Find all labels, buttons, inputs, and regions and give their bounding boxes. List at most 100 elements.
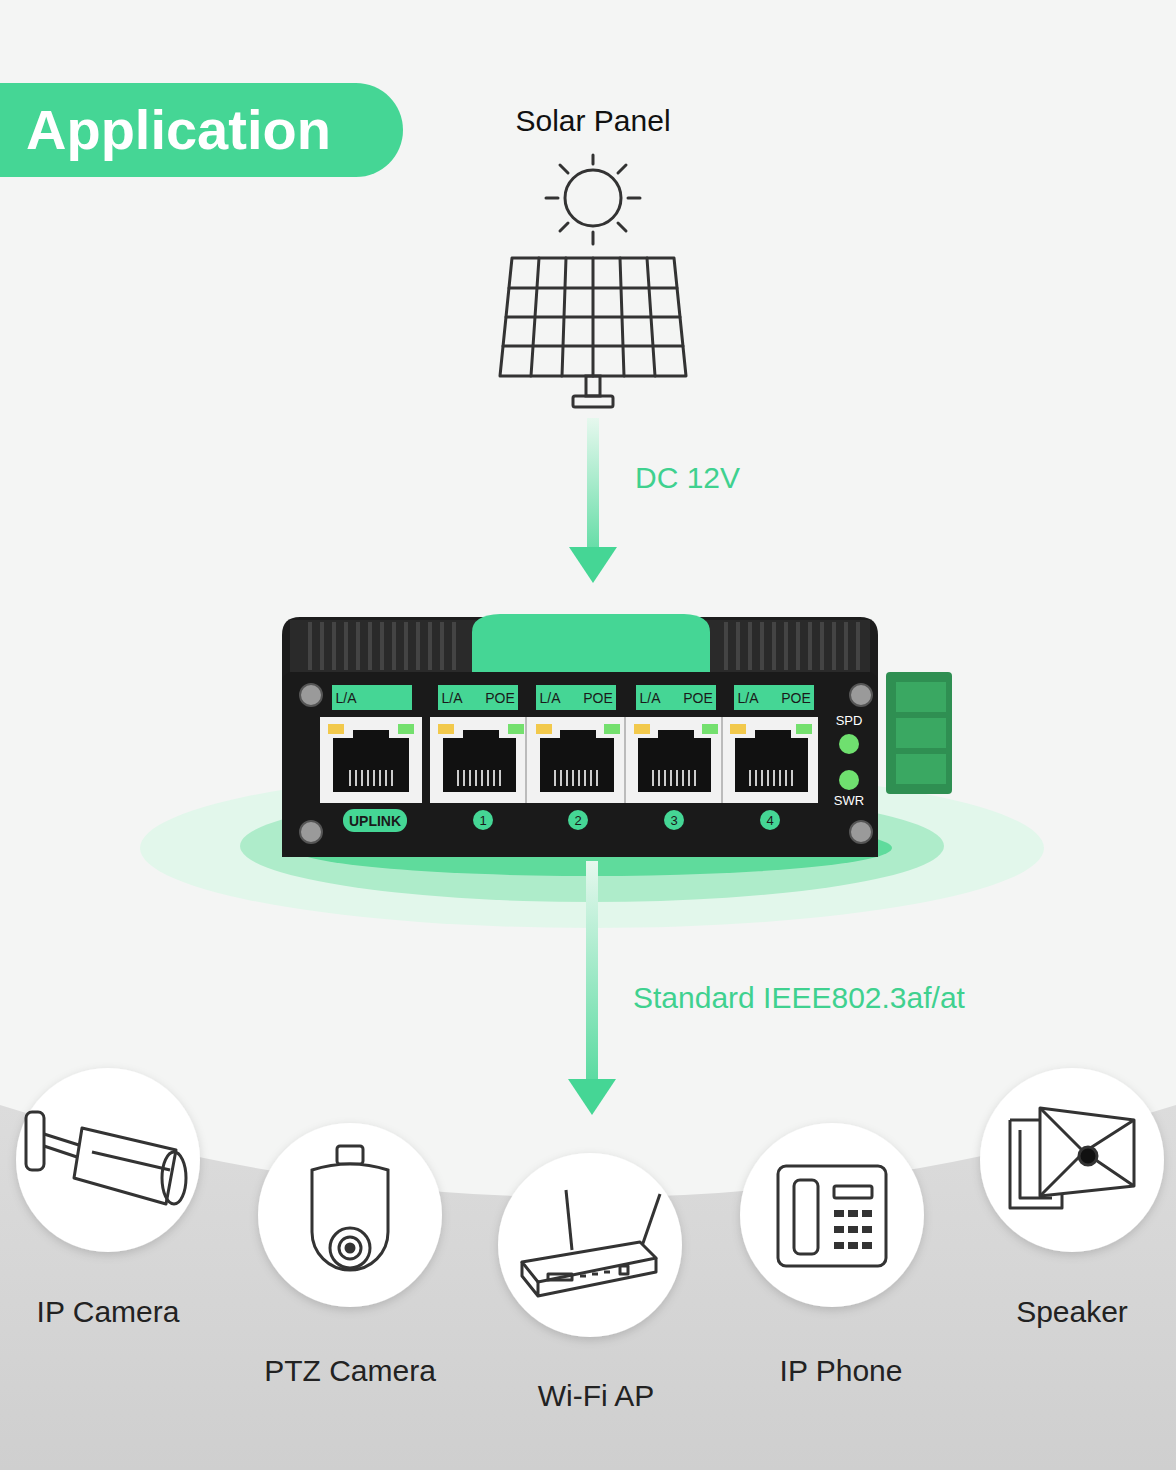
node-label: IP Phone: [780, 1354, 903, 1389]
label-bars: [568, 810, 588, 830]
ptz-camera-icon: [337, 1146, 363, 1164]
ip-camera-icon: [74, 1128, 176, 1204]
rj45-ports: [638, 730, 711, 792]
ip-phone-icon: [778, 1166, 886, 1266]
ptz-camera-icon: [346, 1244, 354, 1252]
port-label: SWR: [834, 794, 864, 809]
rj45-ports: [730, 724, 746, 734]
cooling-fins: [832, 622, 836, 670]
solar-panel-icon: [560, 165, 568, 173]
node-label: Wi-Fi AP: [538, 1379, 655, 1414]
port-label: 3: [670, 814, 677, 829]
ptz-camera-icon: [330, 1228, 370, 1268]
port-label: UPLINK: [349, 813, 401, 829]
poe-switch-drawing: [896, 682, 946, 712]
power-arrow: [569, 418, 617, 583]
wifi-ap-icon: [548, 1274, 572, 1280]
rj45-ports: [398, 724, 414, 734]
ip-phone-icon: [848, 1210, 858, 1217]
speaker-icon: [1079, 1147, 1097, 1165]
cooling-fins: [856, 622, 860, 670]
rj45-ports: [398, 724, 812, 734]
node-label: PTZ Camera: [264, 1354, 436, 1389]
rj45-ports: [508, 724, 524, 734]
arrow-head: [569, 547, 617, 583]
rj45-ports: [735, 730, 808, 792]
ip-phone-icon: [834, 1210, 872, 1249]
solar-panel-icon: [560, 223, 568, 231]
rj45-ports: [350, 770, 792, 786]
cooling-fins: [760, 622, 764, 670]
ip-phone-icon: [778, 1166, 886, 1266]
label-bars: [438, 685, 518, 710]
rj45-ports: [320, 717, 422, 803]
label-bars: [343, 809, 407, 832]
cooling-fins: [796, 622, 800, 670]
node-label: Speaker: [1016, 1295, 1128, 1330]
cooling-fins: [440, 622, 444, 670]
cooling-fins: [392, 622, 396, 670]
rj45-ports: [750, 770, 792, 786]
page-title: Application: [26, 99, 331, 161]
ip-camera-icon: [26, 1112, 44, 1170]
rj45-ports: [438, 724, 454, 734]
ip-camera-icon: [26, 1112, 186, 1204]
solar-panel-icon: [565, 170, 621, 226]
cooling-fins: [736, 622, 740, 670]
device-circle: PTZ Camera: [258, 1123, 442, 1307]
device-circle: IP Phone: [740, 1123, 924, 1307]
ptz-camera-icon: [312, 1164, 388, 1270]
poe-switch-drawing: [282, 672, 878, 857]
label-bars: [734, 685, 814, 710]
rj45-ports: [320, 717, 818, 803]
edge-label: Standard IEEE802.3af/at: [633, 981, 965, 1016]
rj45-ports: [634, 724, 650, 734]
solar-panel-icon: [592, 155, 595, 164]
poe-switch-drawing: [896, 718, 946, 748]
port-label: L/A: [441, 690, 462, 706]
solar-panel-icon: [500, 155, 686, 407]
port-label: POE: [683, 690, 713, 706]
poe-switch-drawing: [886, 672, 952, 794]
cooling-fins: [808, 622, 812, 670]
node-label: Solar Panel: [515, 104, 670, 139]
solar-panel-icon: [618, 165, 626, 173]
ip-camera-icon: [162, 1152, 186, 1204]
device-circle: Speaker: [980, 1068, 1164, 1252]
port-label: 4: [766, 814, 773, 829]
wifi-ap-icon: [642, 1194, 660, 1246]
screws: [850, 684, 872, 706]
cooling-fins: [452, 622, 456, 670]
rj45-ports: [328, 724, 746, 734]
device-circle: Wi-Fi AP: [498, 1153, 682, 1337]
rj45-ports: [350, 770, 392, 786]
solar-panel-node: Solar Panel: [480, 100, 706, 412]
cooling-fins: [748, 622, 752, 670]
ip-phone-icon: [862, 1242, 872, 1249]
status-leds: [839, 734, 859, 754]
port-label: L/A: [539, 690, 560, 706]
port-label: POE: [781, 690, 811, 706]
screws: [850, 821, 872, 843]
label-bars: [664, 810, 684, 830]
cooling-fins: [772, 622, 776, 670]
ip-phone-icon: [834, 1242, 844, 1249]
ip-phone-icon: [848, 1226, 858, 1233]
wifi-ap-icon: [522, 1190, 660, 1296]
poe-switch-drawing: [896, 754, 946, 784]
screws: [300, 684, 322, 706]
port-label: 1: [479, 814, 486, 829]
solar-panel-icon: [618, 223, 626, 231]
screws: [300, 821, 322, 843]
port-label: L/A: [335, 690, 356, 706]
cooling-fins: [416, 622, 420, 670]
rj45-ports: [721, 717, 723, 803]
status-leds: [839, 734, 859, 790]
ip-phone-icon: [862, 1226, 872, 1233]
ip-phone-icon: [834, 1210, 844, 1217]
cooling-fins: [724, 622, 728, 670]
device-circles: [258, 1123, 442, 1307]
label-bars: [760, 810, 780, 830]
